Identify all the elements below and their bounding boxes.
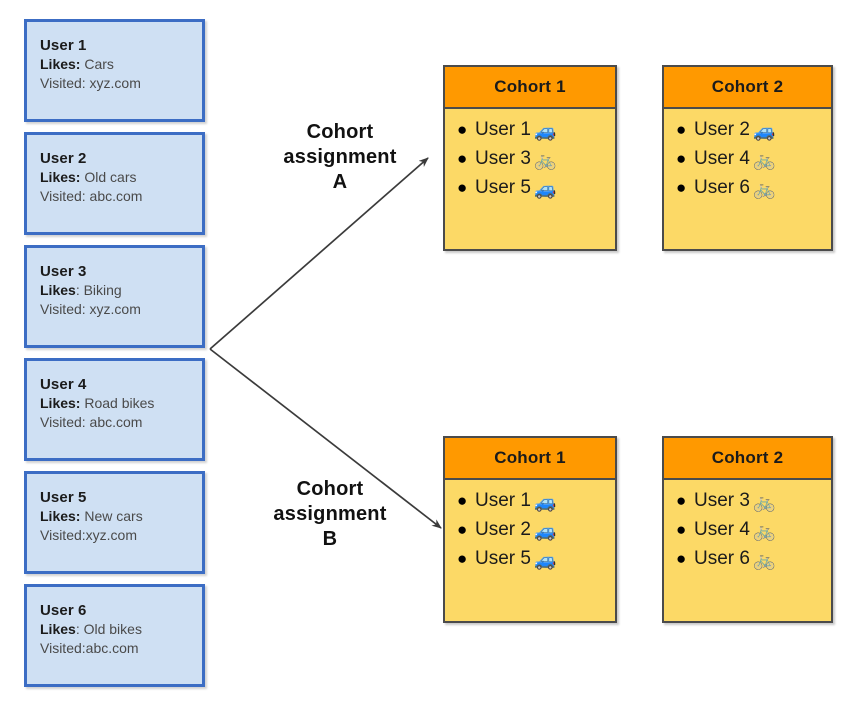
bicycle-emoji: 🚲 [752,550,776,570]
member-name: User 5 [475,548,531,569]
likes-value: Road bikes [80,395,155,411]
likes-value: : Biking [75,282,122,298]
cohort-member: ● User 4🚲 [676,516,831,545]
user-likes: Likes: Cars [40,55,202,74]
user-likes: Likes: New cars [40,507,202,526]
cohort-member-list: ●User 1🚙 ●User 2🚙 ●User 5🚙 [445,480,615,574]
user-card-5[interactable]: User 5 Likes: New cars Visited:xyz.com [24,471,205,574]
car-emoji: 🚙 [533,492,557,512]
bullet-icon: ● [457,549,468,568]
member-name: User 5 [475,177,531,198]
bullet-icon: ● [457,120,468,139]
member-name: User 2 [694,119,750,140]
bullet-icon: ● [676,549,687,568]
user-card-1[interactable]: User 1 Likes: Cars Visited: xyz.com [24,19,205,122]
likes-label: Likes [40,621,76,637]
likes-label: Likes [40,282,76,298]
cohort-title: Cohort 2 [664,67,831,109]
cohort-member: ● User 4🚲 [676,145,831,174]
cohort-member: ● User 5🚙 [457,174,615,203]
member-name: User 4 [694,519,750,540]
cohort-title: Cohort 2 [664,438,831,480]
user-likes: Likes: Biking [40,281,202,300]
cohort-title: Cohort 1 [445,67,615,109]
likes-label: Likes: [40,508,81,524]
assignment-b-cohort-1[interactable]: Cohort 1 ●User 1🚙 ●User 2🚙 ●User 5🚙 [443,436,617,623]
bullet-icon: ● [676,178,687,197]
user-likes: Likes: Old cars [40,168,202,187]
member-name: User 3 [694,490,750,511]
assignment-a-cohort-1[interactable]: Cohort 1 ●User 1🚙 ●User 3🚲 ●User 5🚙 [443,65,617,251]
user-visited: Visited: abc.com [40,188,143,204]
car-emoji: 🚙 [533,550,557,570]
cohort-member: ● User 6🚲 [676,174,831,203]
cohort-member: ● User 5🚙 [457,545,615,574]
user-card-2[interactable]: User 2 Likes: Old cars Visited: abc.com [24,132,205,235]
cohort-title: Cohort 1 [445,438,615,480]
bicycle-emoji: 🚲 [752,150,776,170]
cohort-member-list: ● User 2🚙 ● User 4🚲 ● User 6🚲 [664,109,831,203]
cohort-member: ● User 6🚲 [676,545,831,574]
bicycle-emoji: 🚲 [752,179,776,199]
car-emoji: 🚙 [752,121,776,141]
bicycle-emoji: 🚲 [752,521,776,541]
bullet-icon: ● [457,149,468,168]
likes-value: New cars [80,508,143,524]
user-card-4[interactable]: User 4 Likes: Road bikes Visited: abc.co… [24,358,205,461]
user-likes: Likes: Road bikes [40,394,202,413]
user-name: User 1 [40,37,87,54]
cohort-member: ● User 1🚙 [457,487,615,516]
user-name: User 3 [40,263,87,280]
bullet-icon: ● [676,491,687,510]
bullet-icon: ● [457,491,468,510]
bicycle-emoji: 🚲 [752,492,776,512]
assignment-a-cohort-2[interactable]: Cohort 2 ● User 2🚙 ● User 4🚲 ● User 6🚲 [662,65,833,251]
car-emoji: 🚙 [533,521,557,541]
member-name: User 1 [475,490,531,511]
bullet-icon: ● [457,520,468,539]
member-name: User 4 [694,148,750,169]
user-name: User 6 [40,602,87,619]
member-name: User 1 [475,119,531,140]
car-emoji: 🚙 [533,121,557,141]
assignment-b-label: Cohort assignment B [273,478,387,550]
user-visited: Visited: abc.com [40,414,143,430]
car-emoji: 🚙 [533,179,557,199]
member-name: User 3 [475,148,531,169]
user-likes: Likes: Old bikes [40,620,202,639]
user-card-6[interactable]: User 6 Likes: Old bikes Visited:abc.com [24,584,205,687]
likes-label: Likes: [40,395,81,411]
user-visited: Visited:abc.com [40,640,139,656]
cohort-member-list: ●User 3🚲 ●User 4🚲 ●User 6🚲 [664,480,831,574]
likes-value: Cars [80,56,114,72]
cohort-member: ● User 2🚙 [676,116,831,145]
member-name: User 6 [694,548,750,569]
likes-label: Likes: [40,56,81,72]
user-name: User 5 [40,489,87,506]
user-card-3[interactable]: User 3 Likes: Biking Visited: xyz.com [24,245,205,348]
member-name: User 2 [475,519,531,540]
likes-value: Old cars [80,169,137,185]
user-visited: Visited: xyz.com [40,75,141,91]
bullet-icon: ● [676,120,687,139]
assignment-a-label: Cohort assignment A [283,121,397,193]
user-name: User 4 [40,376,87,393]
likes-value: : Old bikes [75,621,142,637]
cohort-member-list: ●User 1🚙 ●User 3🚲 ●User 5🚙 [445,109,615,203]
user-visited: Visited:xyz.com [40,527,137,543]
bullet-icon: ● [676,149,687,168]
bullet-icon: ● [676,520,687,539]
bicycle-emoji: 🚲 [533,150,557,170]
cohort-member: ● User 3🚲 [676,487,831,516]
cohort-member: ● User 2🚙 [457,516,615,545]
cohort-member: ● User 1🚙 [457,116,615,145]
member-name: User 6 [694,177,750,198]
user-visited: Visited: xyz.com [40,301,141,317]
cohort-member: ● User 3🚲 [457,145,615,174]
assignment-b-cohort-2[interactable]: Cohort 2 ●User 3🚲 ●User 4🚲 ●User 6🚲 [662,436,833,623]
likes-label: Likes: [40,169,81,185]
user-name: User 2 [40,150,87,167]
bullet-icon: ● [457,178,468,197]
